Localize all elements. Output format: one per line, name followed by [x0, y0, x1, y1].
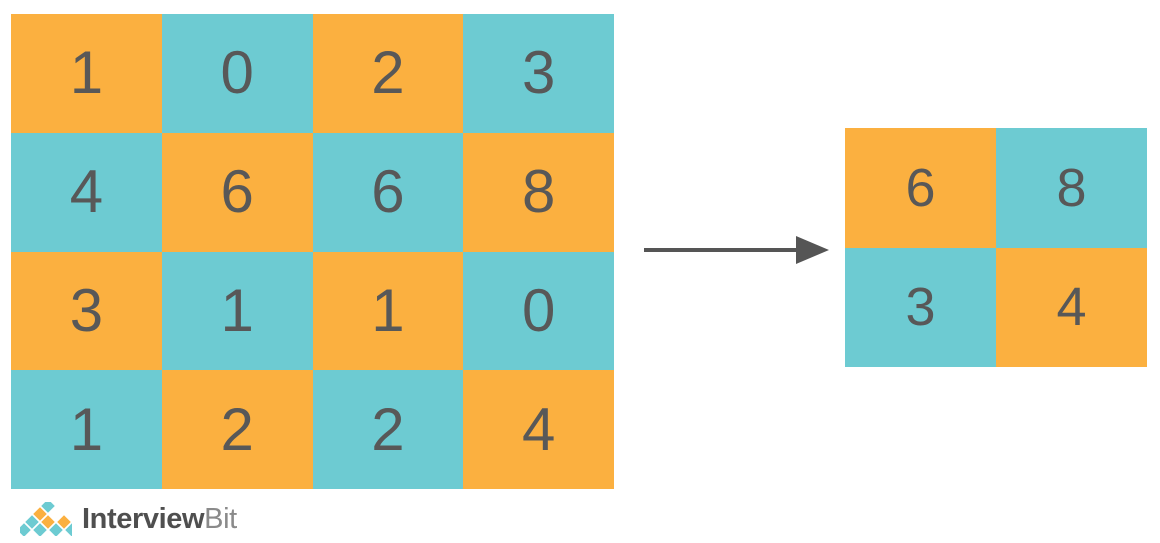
transform-arrow: [644, 230, 829, 270]
result-cell-r1-c1: 4: [996, 247, 1147, 367]
source-cell-r3-c2: 2: [312, 370, 464, 489]
source-cell-r0-c3: 3: [463, 14, 614, 133]
source-cell-r1-c0: 4: [11, 132, 162, 252]
source-cell-r0-c0: 1: [11, 14, 162, 133]
source-cell-r0-c1: 0: [161, 14, 313, 133]
source-cell-r1-c3: 8: [463, 132, 614, 252]
source-cell-r2-c1: 1: [161, 251, 313, 371]
source-cell-r2-c0: 3: [11, 251, 162, 371]
source-cell-r1-c2: 6: [312, 132, 464, 252]
brand-logo: InterviewBit: [15, 497, 237, 539]
source-cell-r0-c2: 2: [312, 14, 464, 133]
result-cell-r1-c0: 3: [845, 247, 996, 367]
brand-name-primary: Interview: [82, 502, 205, 535]
result-cell-r0-c1: 8: [996, 128, 1147, 248]
interviewbit-diamond-mark-icon: [15, 497, 81, 539]
source-cell-r3-c0: 1: [11, 370, 162, 489]
source-cell-r2-c2: 1: [312, 251, 464, 371]
brand-wordmark: InterviewBit: [82, 502, 237, 535]
source-cell-r2-c3: 0: [463, 251, 614, 371]
right-arrow-icon: [644, 236, 829, 264]
source-cell-r3-c3: 4: [463, 370, 614, 489]
result-cell-r0-c0: 6: [845, 128, 996, 248]
source-cell-r3-c1: 2: [161, 370, 313, 489]
diamond-mark-svg: [15, 497, 81, 539]
source-cell-r1-c1: 6: [161, 132, 313, 252]
brand-name-secondary: Bit: [204, 502, 237, 535]
